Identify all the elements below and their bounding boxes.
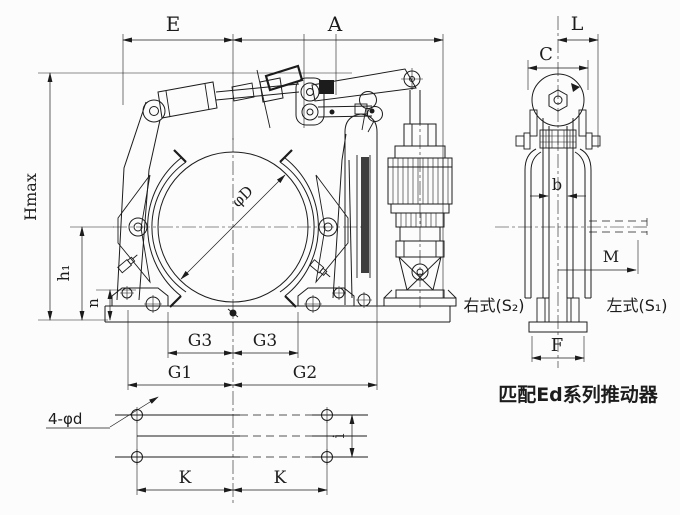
base-plate [104,286,451,323]
dim-k-right-label: K [274,468,287,488]
base-hole-view: 4-φd K K i [46,396,368,495]
left-type-label: 左式(S₁) [606,296,667,315]
dim-m-label: M [603,247,619,266]
front-view-dimensions: E A Hmax h₁ n G3 G3 G1 G2 [21,12,444,390]
right-type-label: 右式(S₂) [463,296,524,315]
holes-callout-label: 4-φd [48,410,82,428]
lever-linkage [295,68,423,133]
left-brake-arm [116,99,166,301]
hatch-block [539,129,577,149]
grease-fitting-left [117,254,138,274]
dim-l-label: L [571,13,584,35]
dim-b-label: b [552,175,562,194]
right-brake-shoe [279,149,349,308]
right-brake-arm [332,133,353,299]
dim-n-label: n [84,298,102,308]
dim-i-label: i [329,433,348,438]
side-column [515,109,601,333]
center-lines [113,16,648,505]
brake-drum-circle [157,151,309,303]
dim-h1-label: h₁ [54,265,73,282]
adjuster-cover [264,64,304,92]
dim-e-label: E [166,12,181,36]
side-base-plate [528,321,588,333]
dim-phi-d-label: φD [228,182,257,211]
thruster [383,90,457,307]
left-brake-shoe [117,149,187,308]
front-view: φD [21,12,457,390]
dim-g2-label: G2 [293,363,317,383]
spring-rod-assembly [157,64,304,129]
drawing-caption: 匹配Ed系列推动器 [498,383,659,406]
dim-g1-label: G1 [168,363,192,383]
side-view-dimensions: L C b M F [527,13,648,362]
side-top-pivot [531,73,585,149]
support-column [344,103,378,308]
dim-k-left-label: K [179,468,192,488]
grease-fitting-right [309,259,331,278]
dim-g3-right-label: G3 [253,331,277,351]
dim-f-label: F [551,335,564,356]
dim-c-label: C [539,44,553,65]
side-view: L C b M F 右式(S₂) 左式(S₁) [463,13,668,362]
dim-a-label: A [327,12,343,36]
dim-hmax-label: Hmax [21,173,40,221]
dim-g3-left-label: G3 [188,331,212,351]
